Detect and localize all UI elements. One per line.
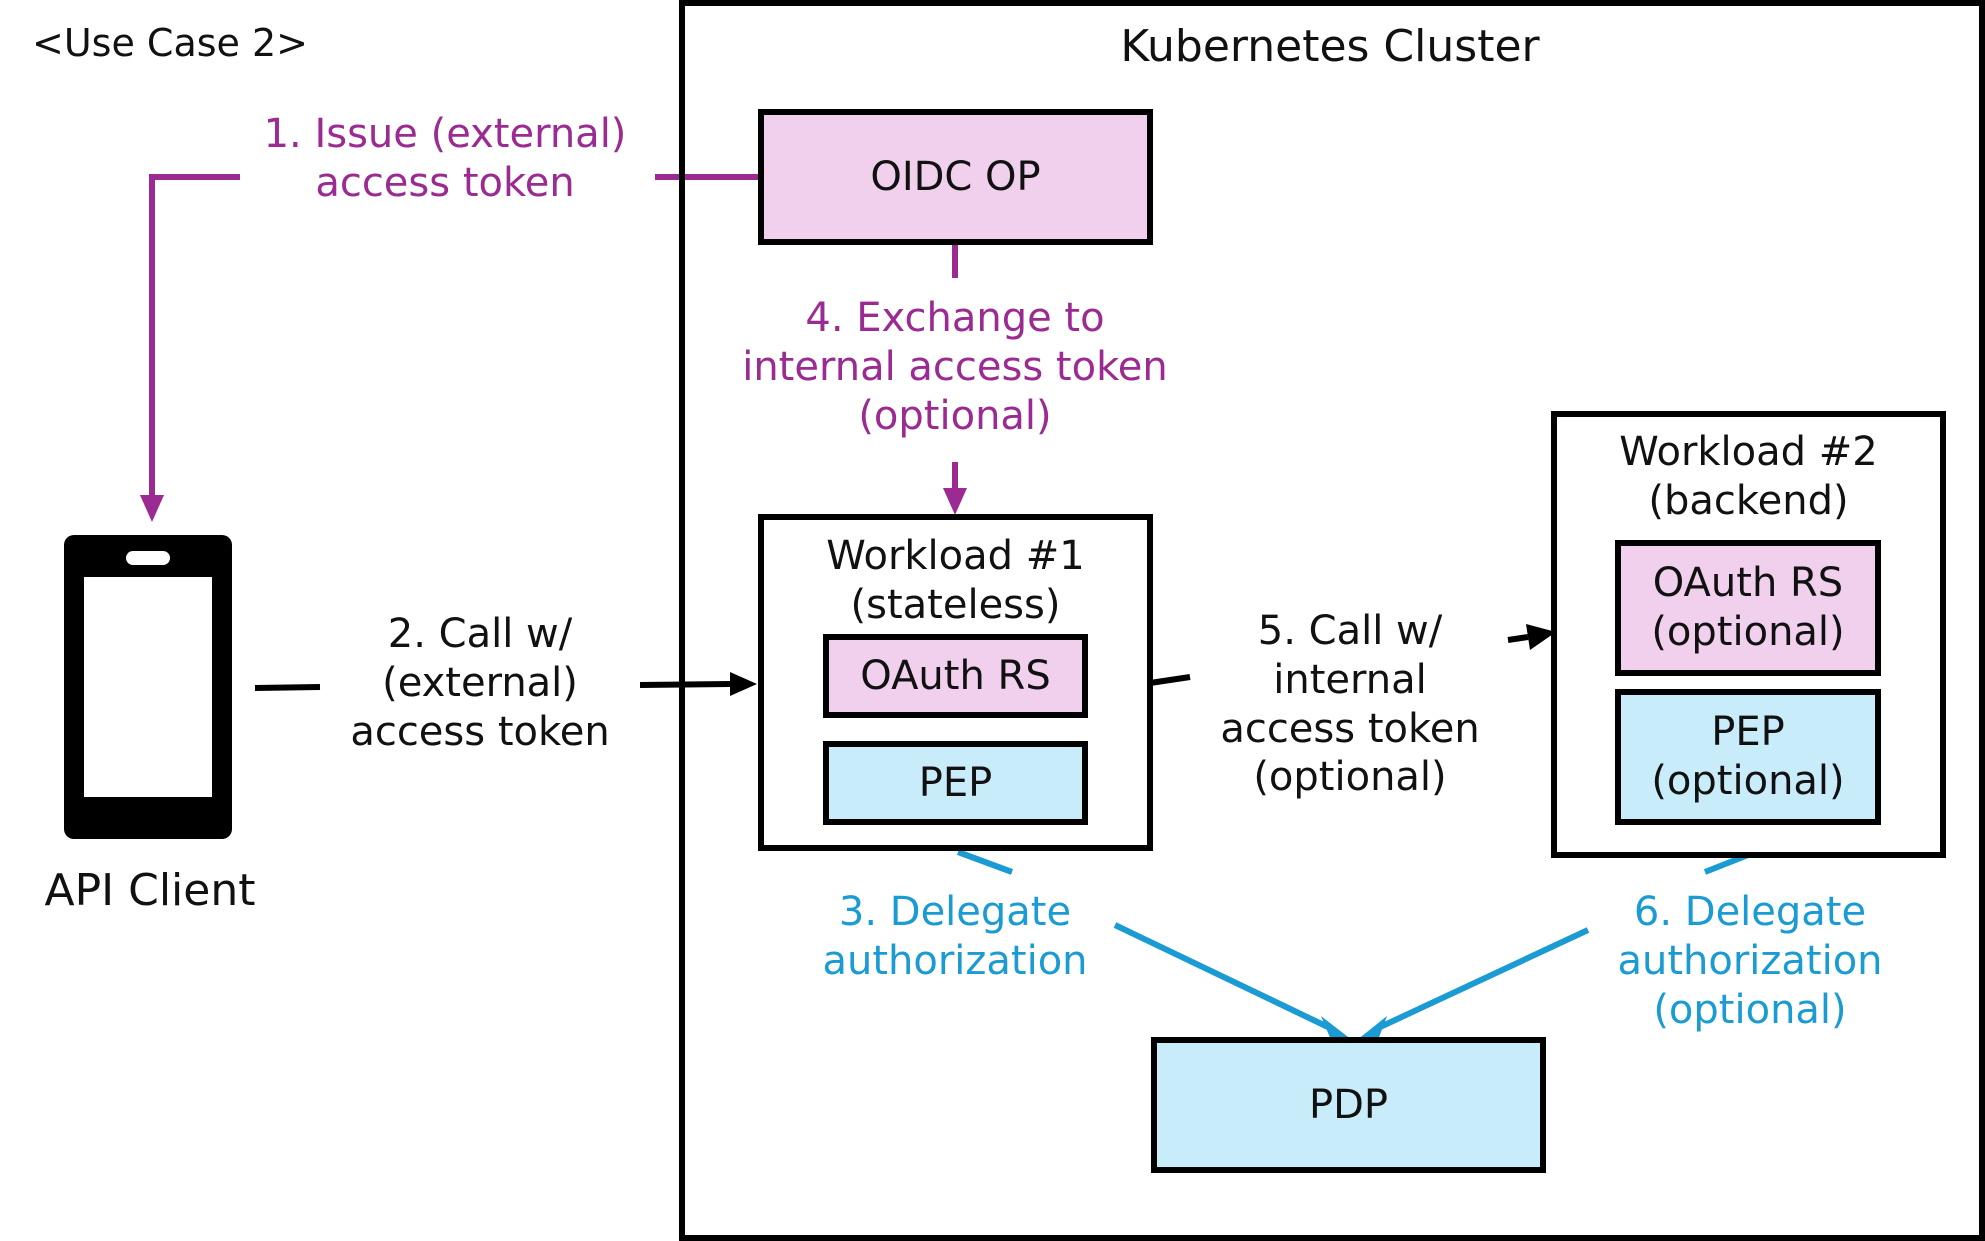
step5-label: 5. Call w/ internal access token (option… [1220, 608, 1480, 801]
api-client-label: API Client [44, 865, 256, 916]
workload2-pep[interactable]: PEP (optional) [1615, 689, 1881, 825]
edge-step1 [140, 174, 760, 522]
oidc-op-label: OIDC OP [870, 153, 1041, 200]
workload1-title: Workload #1 (stateless) [826, 533, 1085, 628]
workload1-pep[interactable]: PEP [823, 741, 1088, 825]
edge-step5 [1149, 624, 1556, 686]
edge-step2 [254, 672, 757, 696]
workload2-title: Workload #2 (backend) [1619, 429, 1878, 524]
workload2-oauth-rs[interactable]: OAuth RS (optional) [1615, 540, 1881, 676]
smartphone-icon[interactable] [64, 535, 234, 841]
step3-label: 3. Delegate authorization [822, 889, 1088, 984]
step2-label: 2. Call w/ (external) access token [350, 611, 610, 755]
step6-label: 6. Delegate authorization (optional) [1617, 889, 1883, 1033]
oidc-op-node[interactable]: OIDC OP [758, 109, 1153, 245]
kubernetes-cluster [679, 0, 1985, 1241]
pdp-node[interactable]: PDP [1151, 1037, 1546, 1173]
arrowhead-icon [730, 672, 757, 696]
arrowhead-icon [1357, 1016, 1387, 1040]
step1-label: 1. Issue (external) access token [263, 111, 627, 206]
arrowhead-icon [943, 488, 967, 515]
workload1-oauth-rs[interactable]: OAuth RS [823, 634, 1088, 718]
cluster-title: Kubernetes Cluster [1120, 21, 1540, 72]
step4-label: 4. Exchange to internal access token (op… [742, 295, 1168, 439]
arrowhead-icon [140, 495, 164, 522]
arrowhead-icon [1321, 1016, 1352, 1040]
use-case-label: <Use Case 2> [32, 21, 309, 65]
edge-step3 [956, 849, 1352, 1040]
edge-step4 [943, 243, 967, 515]
arrowhead-icon [1526, 624, 1556, 650]
